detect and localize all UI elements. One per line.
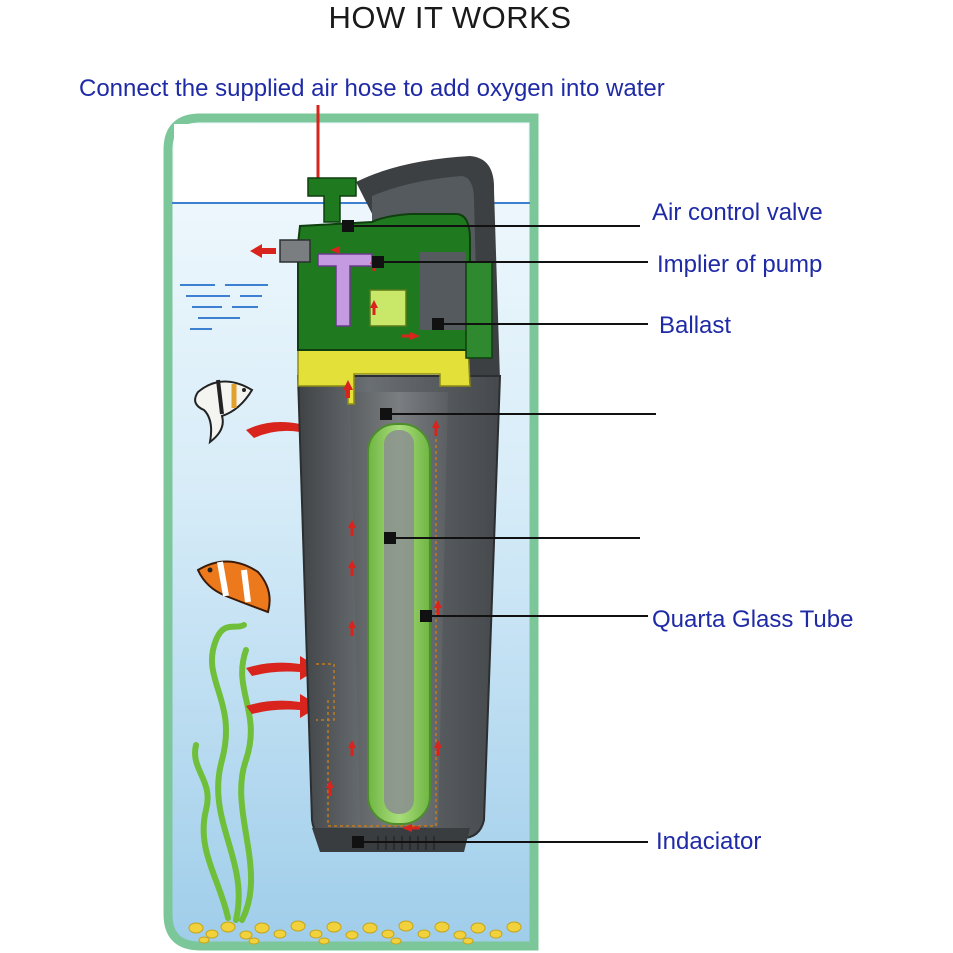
internal-flow-arrows bbox=[326, 246, 442, 832]
air-valve-knob bbox=[307, 177, 357, 223]
callout-ballast: Ballast bbox=[659, 312, 732, 339]
air-hose-note: Connect the supplied air hose to add oxy… bbox=[79, 75, 665, 102]
angelfish bbox=[194, 379, 254, 445]
callout-indaciator: Indaciator bbox=[656, 828, 762, 855]
gravel bbox=[188, 920, 522, 945]
clownfish bbox=[196, 560, 271, 614]
callout-quarta-glass-tube: Quarta Glass Tube bbox=[652, 606, 854, 633]
page-title: HOW IT WORKS bbox=[328, 0, 572, 35]
callout-leaders bbox=[342, 220, 656, 848]
callout-implier-of-pump: Implier of pump bbox=[657, 251, 823, 278]
uv-filter-body bbox=[279, 156, 502, 852]
aquatic-plant bbox=[192, 622, 255, 923]
callout-air-control-valve: Air control valve bbox=[652, 199, 823, 226]
water-ripples bbox=[180, 284, 268, 330]
